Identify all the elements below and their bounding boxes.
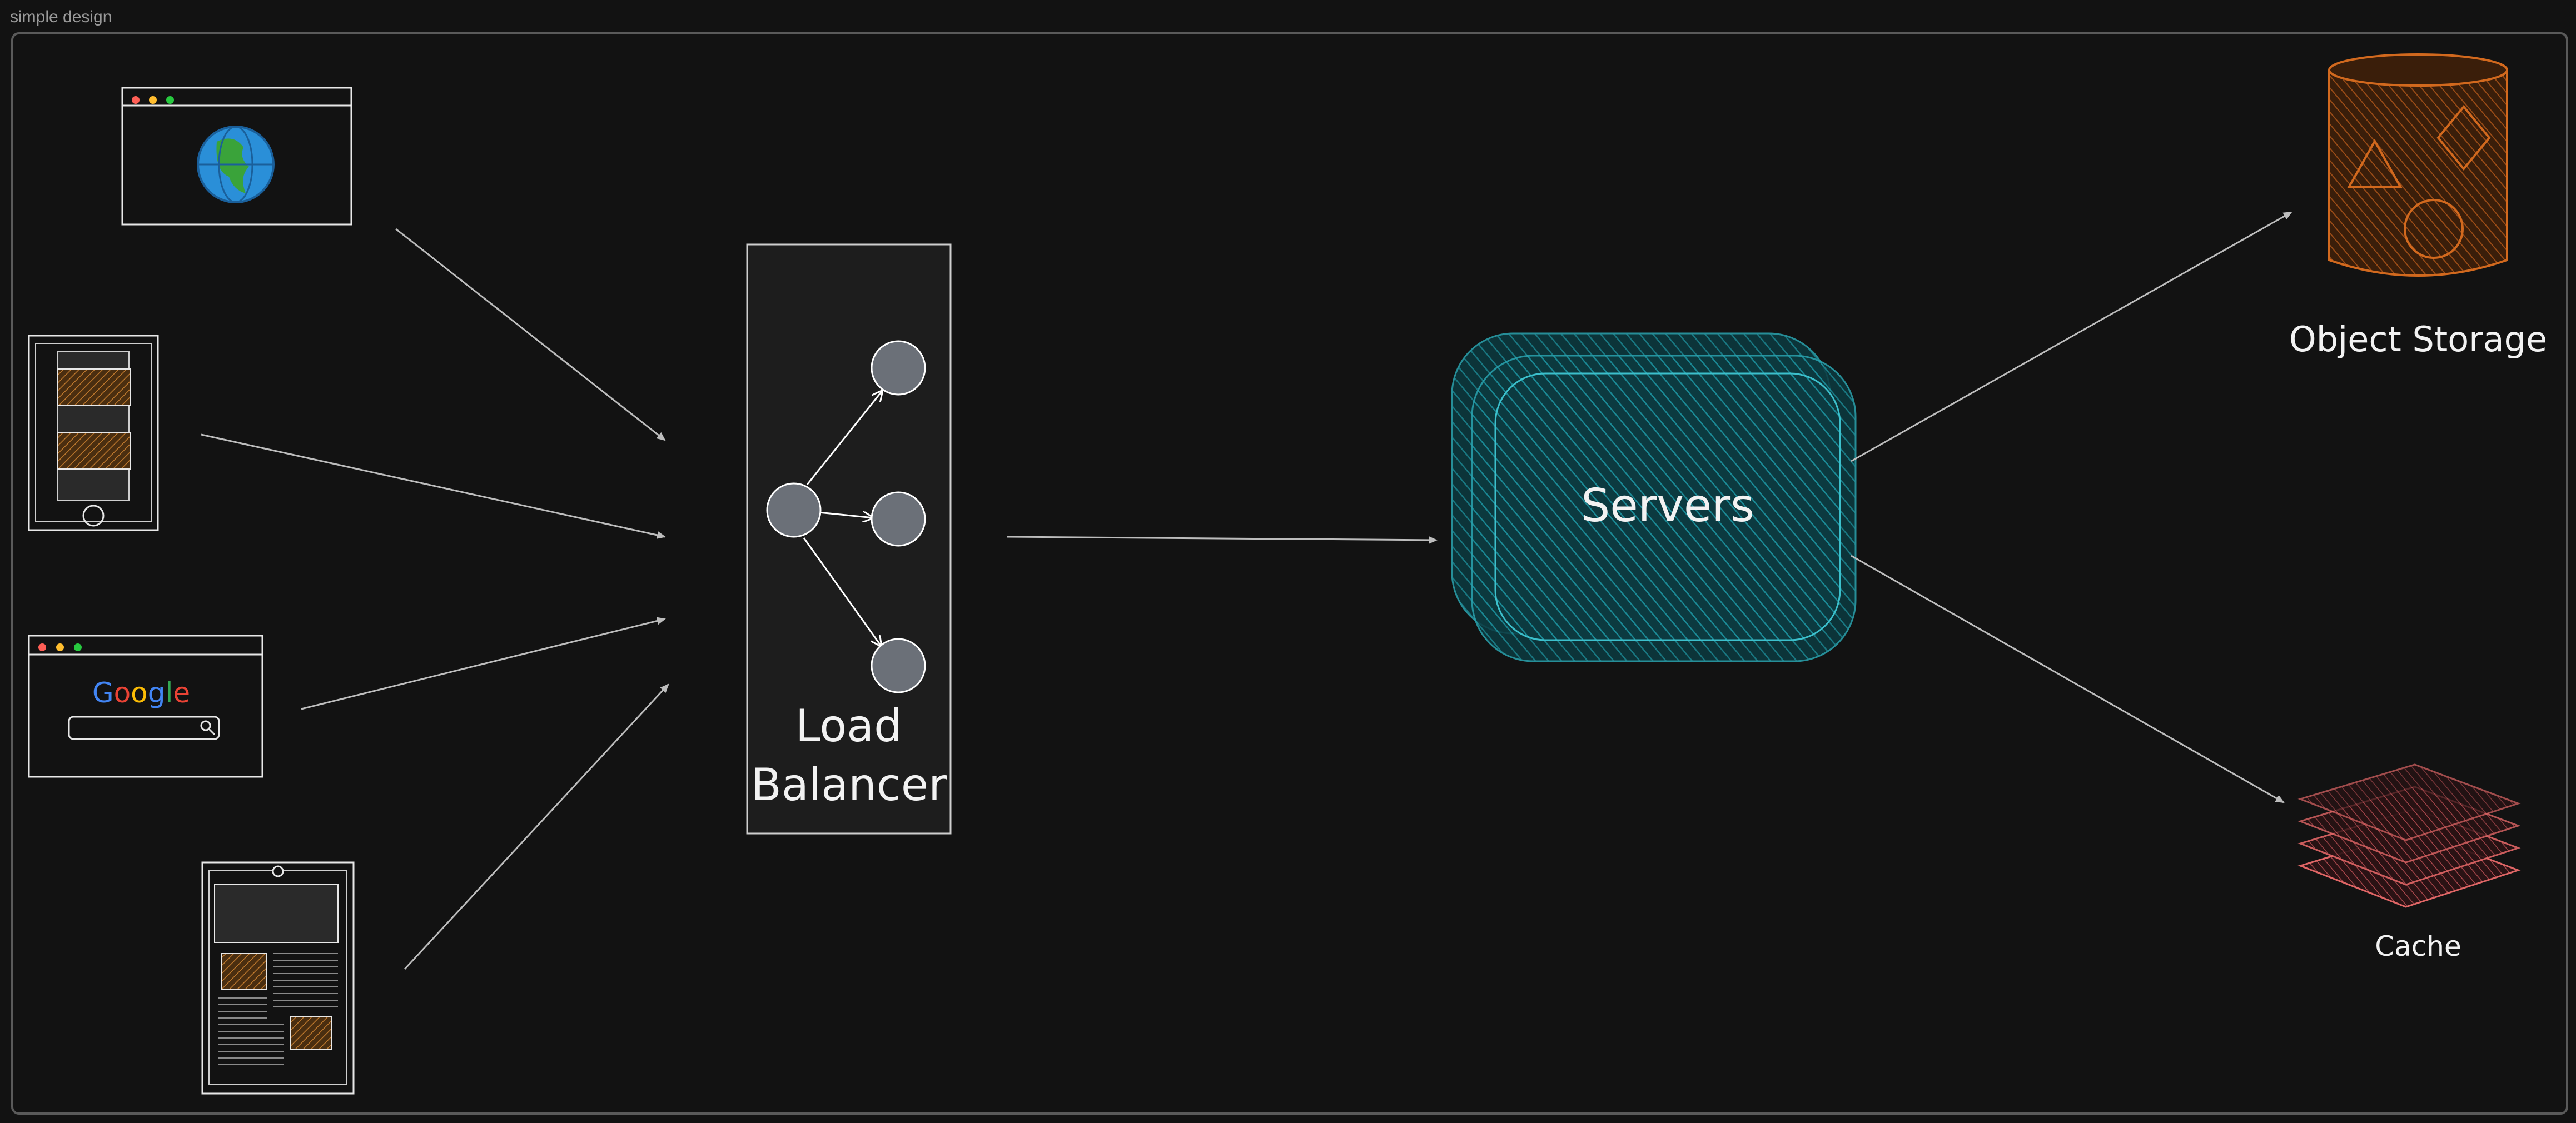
lb-source-node: [766, 482, 822, 538]
search-input: [68, 716, 220, 740]
arrow-phone-to-lb: [201, 433, 666, 539]
arrow-lb-to-servers: [1007, 536, 1438, 544]
object-storage: Object Storage: [2289, 53, 2547, 360]
circle-icon: [2404, 199, 2464, 259]
servers-label: Servers: [1581, 480, 1754, 532]
globe-icon: [197, 126, 275, 203]
diamond-icon: [2436, 104, 2491, 171]
lb-target-node: [871, 340, 926, 396]
tablet-client: [201, 861, 355, 1095]
lb-target-node: [871, 638, 926, 693]
search-icon: [200, 720, 216, 736]
arrow-tablet-to-lb: [404, 683, 669, 970]
cache-label: Cache: [2375, 930, 2461, 962]
frame-border: [11, 32, 2568, 1115]
google-logo: Google: [92, 677, 190, 709]
lb-target-node: [871, 491, 926, 547]
object-storage-label: Object Storage: [2289, 319, 2547, 360]
arrow-servers-to-storage: [1851, 211, 2292, 462]
arrow-globe-to-lb: [395, 228, 666, 441]
arrow-servers-to-cache: [1851, 555, 2285, 803]
arrow-google-to-lb: [301, 617, 666, 710]
servers: Servers: [1451, 332, 1857, 662]
phone-client: [28, 335, 159, 531]
browser-client-google: Google: [28, 635, 263, 778]
cache: Cache: [2297, 763, 2521, 962]
triangle-icon: [2347, 138, 2403, 188]
browser-client-globe: [121, 87, 352, 226]
frame-label: simple design: [10, 8, 112, 26]
load-balancer: Load Balancer: [746, 243, 952, 835]
lb-label-line2: Balancer: [751, 759, 947, 811]
lb-label-line1: Load: [795, 700, 902, 752]
